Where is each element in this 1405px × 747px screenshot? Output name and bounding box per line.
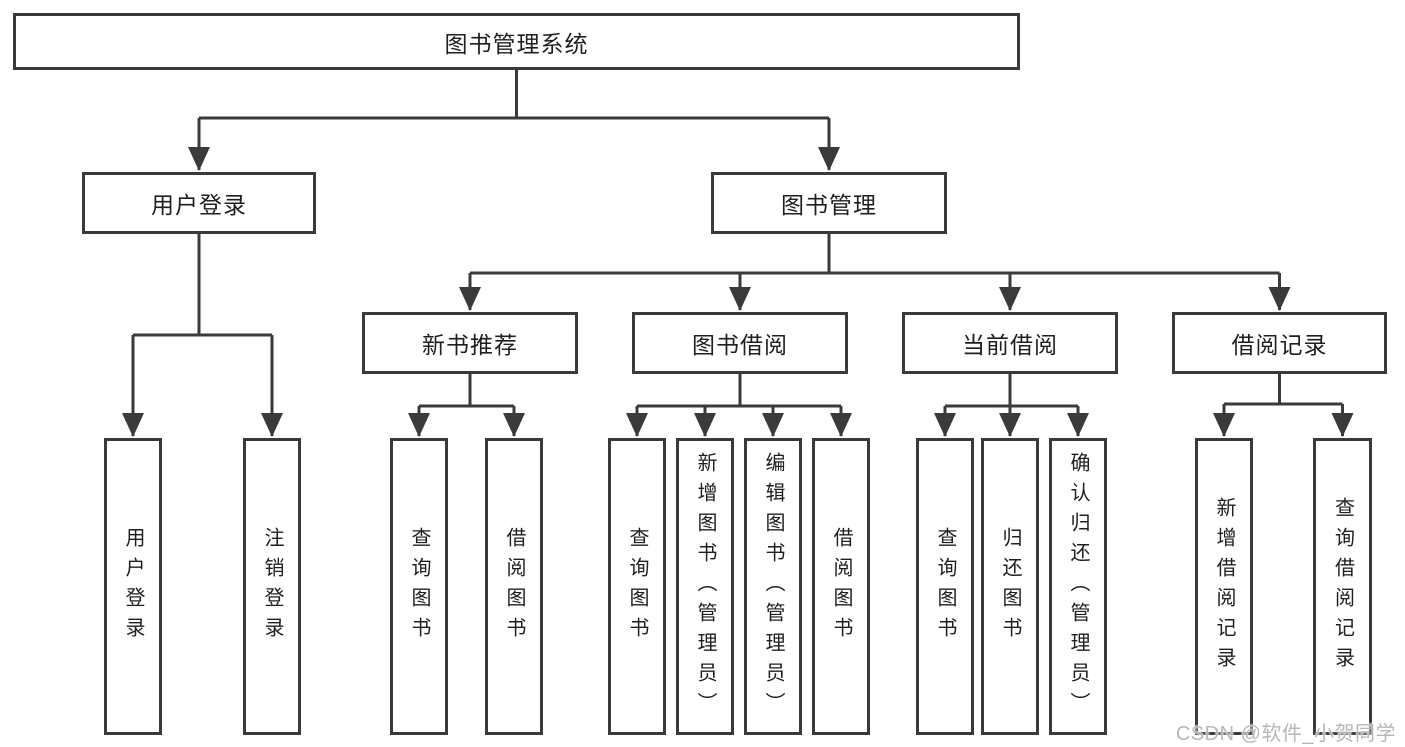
leaf-user-login: 用户登录 <box>104 438 162 735</box>
node-book-management: 图书管理 <box>711 172 947 234</box>
node-current-borrow: 当前借阅 <box>902 312 1118 374</box>
leaf-rec-borrow-book: 借阅图书 <box>485 438 543 735</box>
leaf-cur-confirm-return-admin: 确认归还（管理员） <box>1049 438 1107 735</box>
node-user-login: 用户登录 <box>82 172 316 234</box>
leaf-recd-query-borrow-record: 查询借阅记录 <box>1313 438 1372 735</box>
csdn-watermark: CSDN @软件_小贺同学 <box>1175 723 1396 745</box>
node-new-book-recommend: 新书推荐 <box>362 312 578 374</box>
leaf-cur-query-book: 查询图书 <box>916 438 974 735</box>
node-book-borrow: 图书借阅 <box>632 312 848 374</box>
leaf-rec-query-book: 查询图书 <box>390 438 448 735</box>
leaf-bor-edit-book-admin: 编辑图书（管理员） <box>744 438 802 735</box>
leaf-bor-add-book-admin: 新增图书（管理员） <box>676 438 734 735</box>
leaf-logout: 注销登录 <box>243 438 301 735</box>
leaf-bor-query-book: 查询图书 <box>608 438 666 735</box>
node-borrow-records: 借阅记录 <box>1172 312 1387 374</box>
leaf-bor-borrow-book: 借阅图书 <box>812 438 870 735</box>
node-system-root: 图书管理系统 <box>13 13 1020 70</box>
leaf-recd-add-borrow-record: 新增借阅记录 <box>1195 438 1253 735</box>
leaf-cur-return-book: 归还图书 <box>981 438 1039 735</box>
